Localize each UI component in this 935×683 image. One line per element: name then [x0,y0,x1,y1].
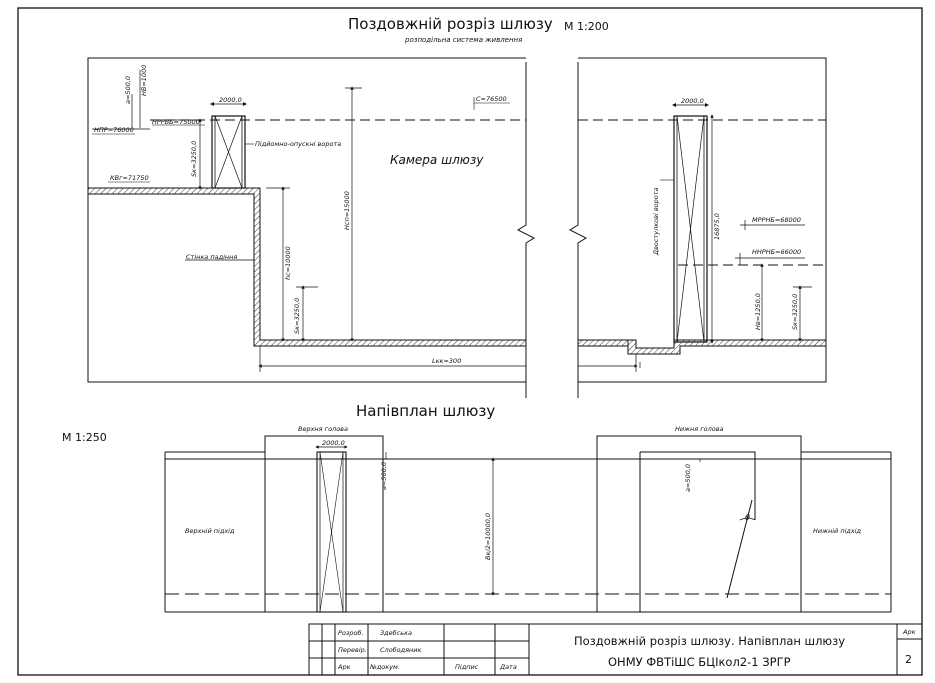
dim-hv: НВ=1000 [140,65,148,96]
section-frame [87,57,827,383]
section-title: Поздовжній розріз шлюзу [348,15,553,33]
lower-gate-label: Двостулкові ворота [652,187,660,256]
dim-hv-lower: Нв=1250,0 [754,293,762,330]
dim-kvg: КВг=71750 [110,174,149,182]
plan-dim-bk: Вк/2=10000,0 [484,513,492,560]
upper-gate-width: 2000,0 [219,96,242,104]
plan-lower-gate [639,451,756,612]
tb-role-2: Перевір. [338,646,367,654]
dim-sk-lower: Sк=3250,0 [791,294,799,330]
dim-npr: НПР=76000 [94,126,134,134]
tb-main-title: Поздовжній розріз шлюзу. Напівплан шлюзу [574,634,845,648]
dim-c: С=76500 [476,95,507,103]
lower-gate [673,115,708,343]
section-scale: М 1:200 [564,20,609,33]
tb-role-1: Розроб. [338,629,364,637]
lower-approach-label: Нижній підхід [813,527,862,535]
dim-nnrnb: ННРНБ=66000 [752,248,801,256]
lower-head-label: Нижня голова [675,425,724,433]
title-block [308,623,923,676]
tb-name-1: Здебська [380,629,412,637]
plan-outline [164,435,892,613]
break-lines [516,62,588,398]
tb-arc-label: Арк [902,628,916,636]
dim-sk-chamber: Sк=3250,0 [293,298,301,334]
dim-a-upper: a=500,0 [124,76,132,104]
upper-gate-label: Підйомно-опускні ворота [255,140,341,148]
plan-title: Напівплан шлюзу [356,402,495,420]
dim-nrpvb: НРРВБ=75000 [152,118,200,126]
dim-lkk: Lкк=300 [432,357,461,365]
dim-hs2: hс=10000 [284,246,292,280]
plan-gate-width: 2000,0 [322,439,345,447]
fall-wall-label: Стінка падіння [186,253,237,261]
chamber-label: Камера шлюзу [390,153,484,167]
tb-footer-arc: Арк [337,663,351,671]
dim-hs: Нсп=15000 [343,191,351,230]
tb-footer-sign: Підпис [455,663,479,671]
upper-approach-label: Верхній підхід [185,527,235,535]
lower-gate-width: 2000,0 [681,97,704,105]
tb-footer-date: Дата [499,663,517,671]
plan-scale: М 1:250 [62,431,107,444]
plan-dim-a-right: a=500,0 [684,464,692,492]
plan-theta: θ [745,513,750,522]
plan-upper-gate [316,451,347,613]
dim-sk-upper: Sк=3250,0 [190,141,198,177]
gate-height: 16875,0 [713,213,721,240]
tb-org: ОНМУ ФВТіШС БЦІкол2-1 ЗРГР [608,655,791,669]
upper-gate [211,115,246,189]
tb-name-2: Слободяник [380,646,422,654]
upper-head-label: Верхня голова [298,425,348,433]
plan-dim-a-left: a=500,0 [380,462,388,490]
tb-sheet-no: 2 [905,653,912,666]
dim-mrnb: МРРНБ=68000 [752,216,801,224]
tb-footer-doc: №докум. [369,663,400,671]
lock-structure [87,187,827,355]
section-subtitle: розподільна система живлення [404,36,522,44]
